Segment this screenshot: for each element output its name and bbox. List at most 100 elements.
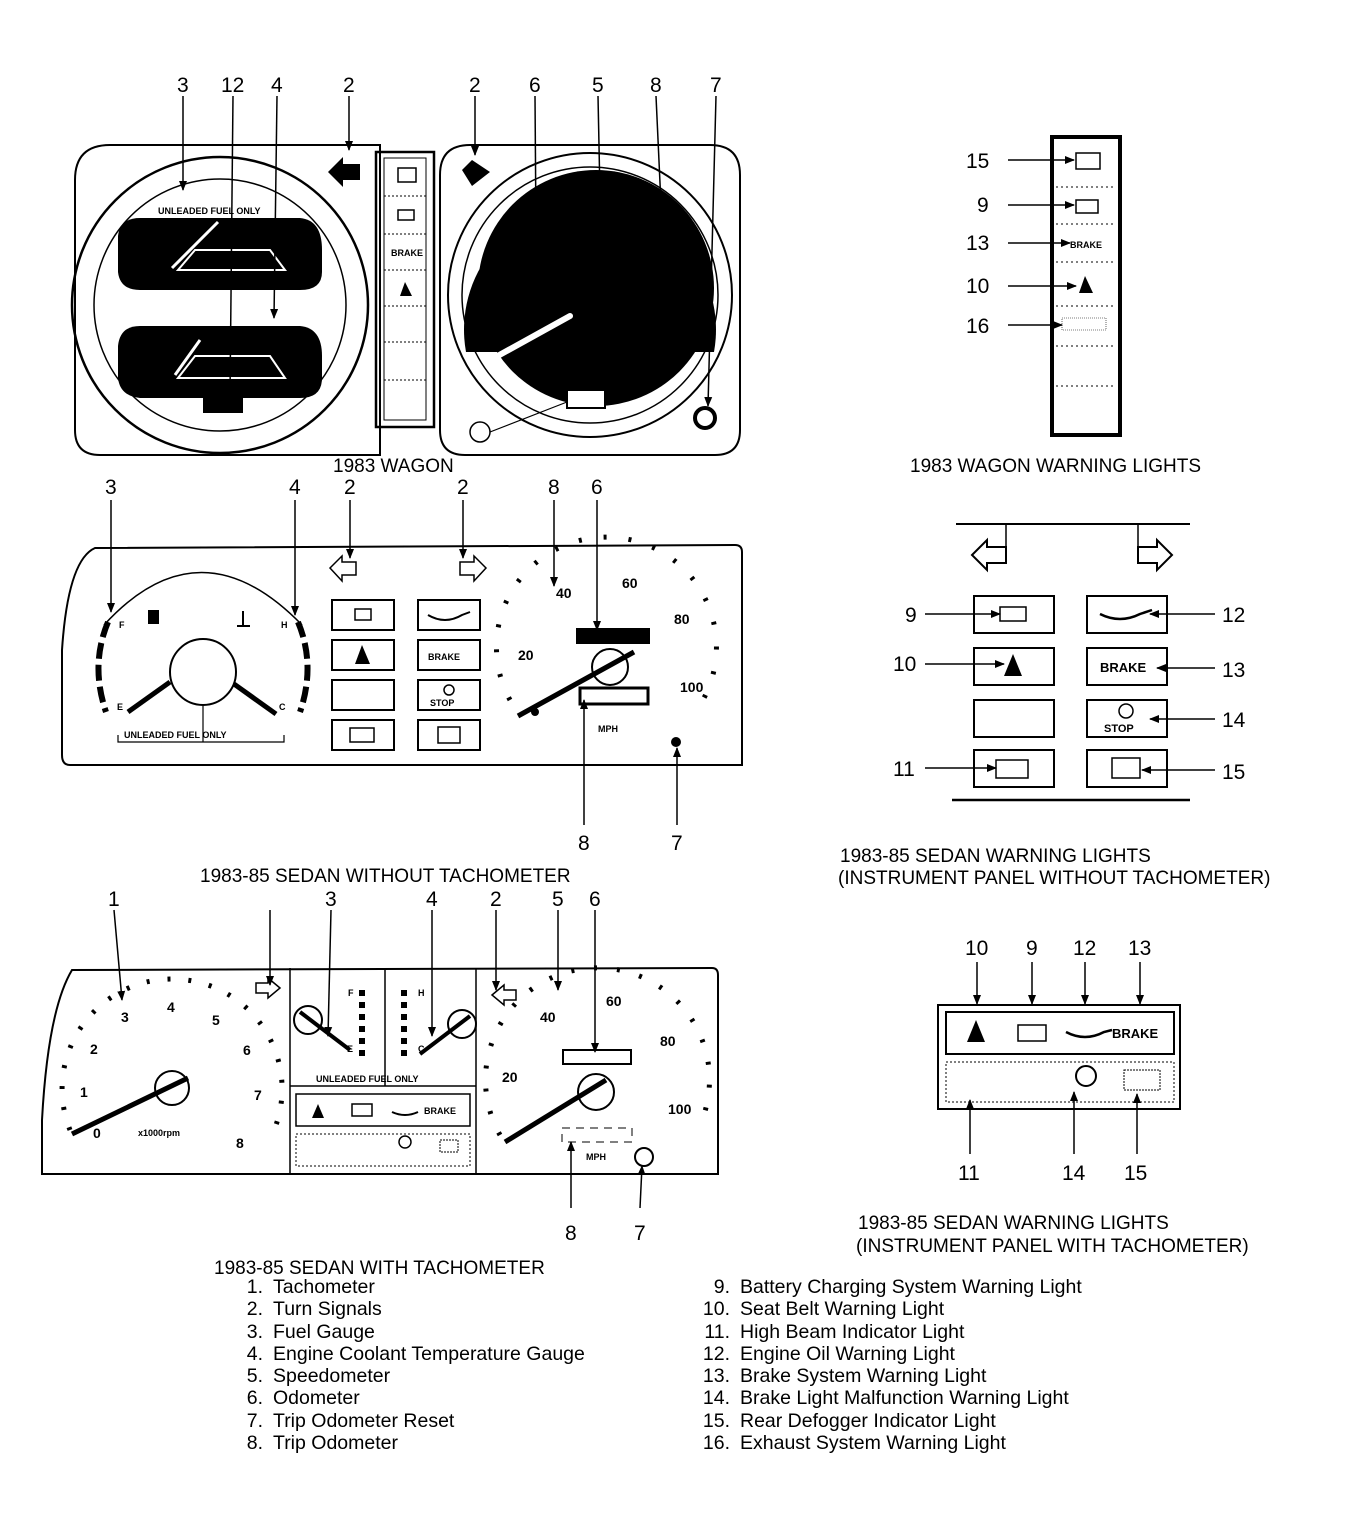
brake-light-icon xyxy=(443,684,455,696)
lights-stop-label: STOP xyxy=(1104,723,1134,735)
wagon-callout-3: 3 xyxy=(177,74,189,97)
wagon-lights-callout-15: 15 xyxy=(966,150,989,173)
tach-5: 5 xyxy=(212,1012,220,1028)
lights-callout-12: 12 xyxy=(1222,604,1245,627)
sedan-brake-label: BRAKE xyxy=(428,652,460,662)
legend-item: 3. Fuel Gauge xyxy=(225,1321,585,1343)
exhaust-warning-icon xyxy=(1061,317,1107,331)
wagon-speed-0: 0 xyxy=(510,347,518,364)
tach-lights-callout-14: 14 xyxy=(1062,1162,1086,1185)
sedan-speed-100: 100 xyxy=(680,679,704,695)
legend-text: Brake System Warning Light xyxy=(740,1365,987,1388)
sedan-speed-60: 60 xyxy=(622,575,638,591)
legend-text: Engine Coolant Temperature Gauge xyxy=(273,1342,585,1365)
wagon-speed-60: 60 xyxy=(620,219,637,236)
battery-icon xyxy=(354,608,372,621)
tach-brake-label: BRAKE xyxy=(424,1106,456,1116)
sedan-speed-40: 40 xyxy=(556,585,572,601)
wagon-callouts xyxy=(179,95,717,407)
wagon-lights-callouts xyxy=(1008,156,1077,329)
lights-callout-9: 9 xyxy=(905,604,917,627)
tach-speed-60: 60 xyxy=(606,993,622,1009)
legend-text: Exhaust System Warning Light xyxy=(740,1432,1006,1455)
sedan-speed-20: 20 xyxy=(518,647,534,663)
seat-belt-icon xyxy=(1004,654,1022,676)
sedan-no-tach-lights: BRAKE STOP xyxy=(952,523,1190,802)
high-beam-icon xyxy=(995,759,1029,779)
legend-number: 3. xyxy=(246,1320,263,1343)
legend-number: 16. xyxy=(702,1432,730,1455)
right-turn-signal-icon xyxy=(462,160,490,186)
left-turn-signal-icon xyxy=(328,157,360,187)
tach-mph-label: MPH xyxy=(586,1152,606,1162)
battery-icon xyxy=(1017,1024,1047,1042)
legend-number: 13. xyxy=(702,1365,730,1388)
legend-text: Engine Oil Warning Light xyxy=(740,1342,955,1365)
sedan-tach-lights-title-2: (INSTRUMENT PANEL WITH TACHOMETER) xyxy=(856,1236,1249,1257)
battery-icon xyxy=(1075,199,1099,214)
lights-callout-11: 11 xyxy=(893,758,915,781)
legend-left: 1.Tachometer 2.Turn Signals 3.Fuel Gauge… xyxy=(225,1276,585,1454)
tach-lights-callout-12: 12 xyxy=(1073,937,1096,960)
legend-item: 5.Speedometer xyxy=(225,1365,585,1387)
wagon-lights-callout-16: 16 xyxy=(966,315,989,338)
wagon-speed-scale: 0 20 40 60 80 100 xyxy=(497,217,677,364)
tach-6: 6 xyxy=(243,1042,251,1058)
wagon-callout-7: 7 xyxy=(710,74,722,97)
tach-1: 1 xyxy=(80,1084,88,1100)
legend-text: Trip Odometer Reset xyxy=(273,1409,455,1432)
legend-item: 12.Engine Oil Warning Light xyxy=(690,1343,1082,1365)
sedan-callout-2a: 2 xyxy=(344,476,356,499)
brake-light-icon xyxy=(1118,703,1134,719)
tach-lights-callout-10: 10 xyxy=(965,937,988,960)
wagon-title: 1983 WAGON xyxy=(333,456,454,477)
wagon-speed-20: 20 xyxy=(497,273,514,290)
wagon-speed-80: 80 xyxy=(660,273,677,290)
wagon-callout-2a: 2 xyxy=(343,74,355,97)
tach-lights-callout-15: 15 xyxy=(1124,1162,1147,1185)
lights-callout-13: 13 xyxy=(1222,659,1245,682)
legend-text: Rear Defogger Indicator Light xyxy=(740,1409,996,1432)
legend-text: Speedometer xyxy=(273,1365,391,1388)
tach-callout-7: 7 xyxy=(634,1222,646,1245)
sedan-no-tach-lights-callouts xyxy=(925,610,1215,774)
legend-text: Fuel Gauge xyxy=(273,1320,375,1343)
sedan-no-tach-lights-title-2: (INSTRUMENT PANEL WITHOUT TACHOMETER) xyxy=(838,868,1270,889)
tach-odometer-window xyxy=(562,1049,632,1065)
tach-3: 3 xyxy=(121,1009,129,1025)
tach-speed-scale: 20 40 60 80 100 xyxy=(502,993,692,1117)
tach-unit-label: x1000rpm xyxy=(138,1128,180,1138)
tach-7: 7 xyxy=(254,1087,262,1103)
oil-can-icon xyxy=(391,1111,419,1116)
wagon-callout-6: 6 xyxy=(529,74,541,97)
tach-temp-hot-letter: H xyxy=(418,988,425,998)
sedan-no-tach-title: 1983-85 SEDAN WITHOUT TACHOMETER xyxy=(200,866,571,887)
oil-can-icon xyxy=(427,611,471,621)
sedan-tach-lights: BRAKE xyxy=(937,1004,1181,1110)
odometer-window xyxy=(576,628,650,644)
wagon-lights-callout-13: 13 xyxy=(966,232,989,255)
sedan-no-tach-lights-title-1: 1983-85 SEDAN WARNING LIGHTS xyxy=(840,846,1151,867)
sedan-callout-3: 3 xyxy=(105,476,117,499)
seat-belt-icon xyxy=(355,645,370,664)
sedan-tach-lights-title-1: 1983-85 SEDAN WARNING LIGHTS xyxy=(858,1213,1169,1234)
tach-4: 4 xyxy=(167,999,175,1015)
wagon-callout-5: 5 xyxy=(592,74,604,97)
seat-belt-icon xyxy=(1079,276,1093,293)
brake-light-icon xyxy=(1075,1065,1097,1087)
sedan-tach-callouts xyxy=(113,909,646,1209)
tach-unleaded-label: UNLEADED FUEL ONLY xyxy=(316,1074,419,1084)
sedan-callout-6: 6 xyxy=(591,476,603,499)
trip-reset-knob xyxy=(634,1147,654,1167)
oil-can-icon xyxy=(1099,608,1153,621)
legend-text: Brake Light Malfunction Warning Light xyxy=(740,1387,1069,1410)
sedan-tach-figure: 0 1 2 3 4 5 6 7 8 x1000rpm F E H C UNLEA… xyxy=(41,965,719,1175)
wagon-lights-title: 1983 WAGON WARNING LIGHTS xyxy=(910,456,1201,477)
legend-number: 9. xyxy=(713,1276,730,1298)
left-turn-signal-icon xyxy=(255,976,282,1000)
tach-0: 0 xyxy=(93,1125,101,1141)
legend-item: 13. Brake System Warning Light xyxy=(690,1365,1082,1387)
wagon-callout-8: 8 xyxy=(650,74,662,97)
sedan-callout-2b: 2 xyxy=(457,476,469,499)
thermometer-icon xyxy=(237,611,250,627)
